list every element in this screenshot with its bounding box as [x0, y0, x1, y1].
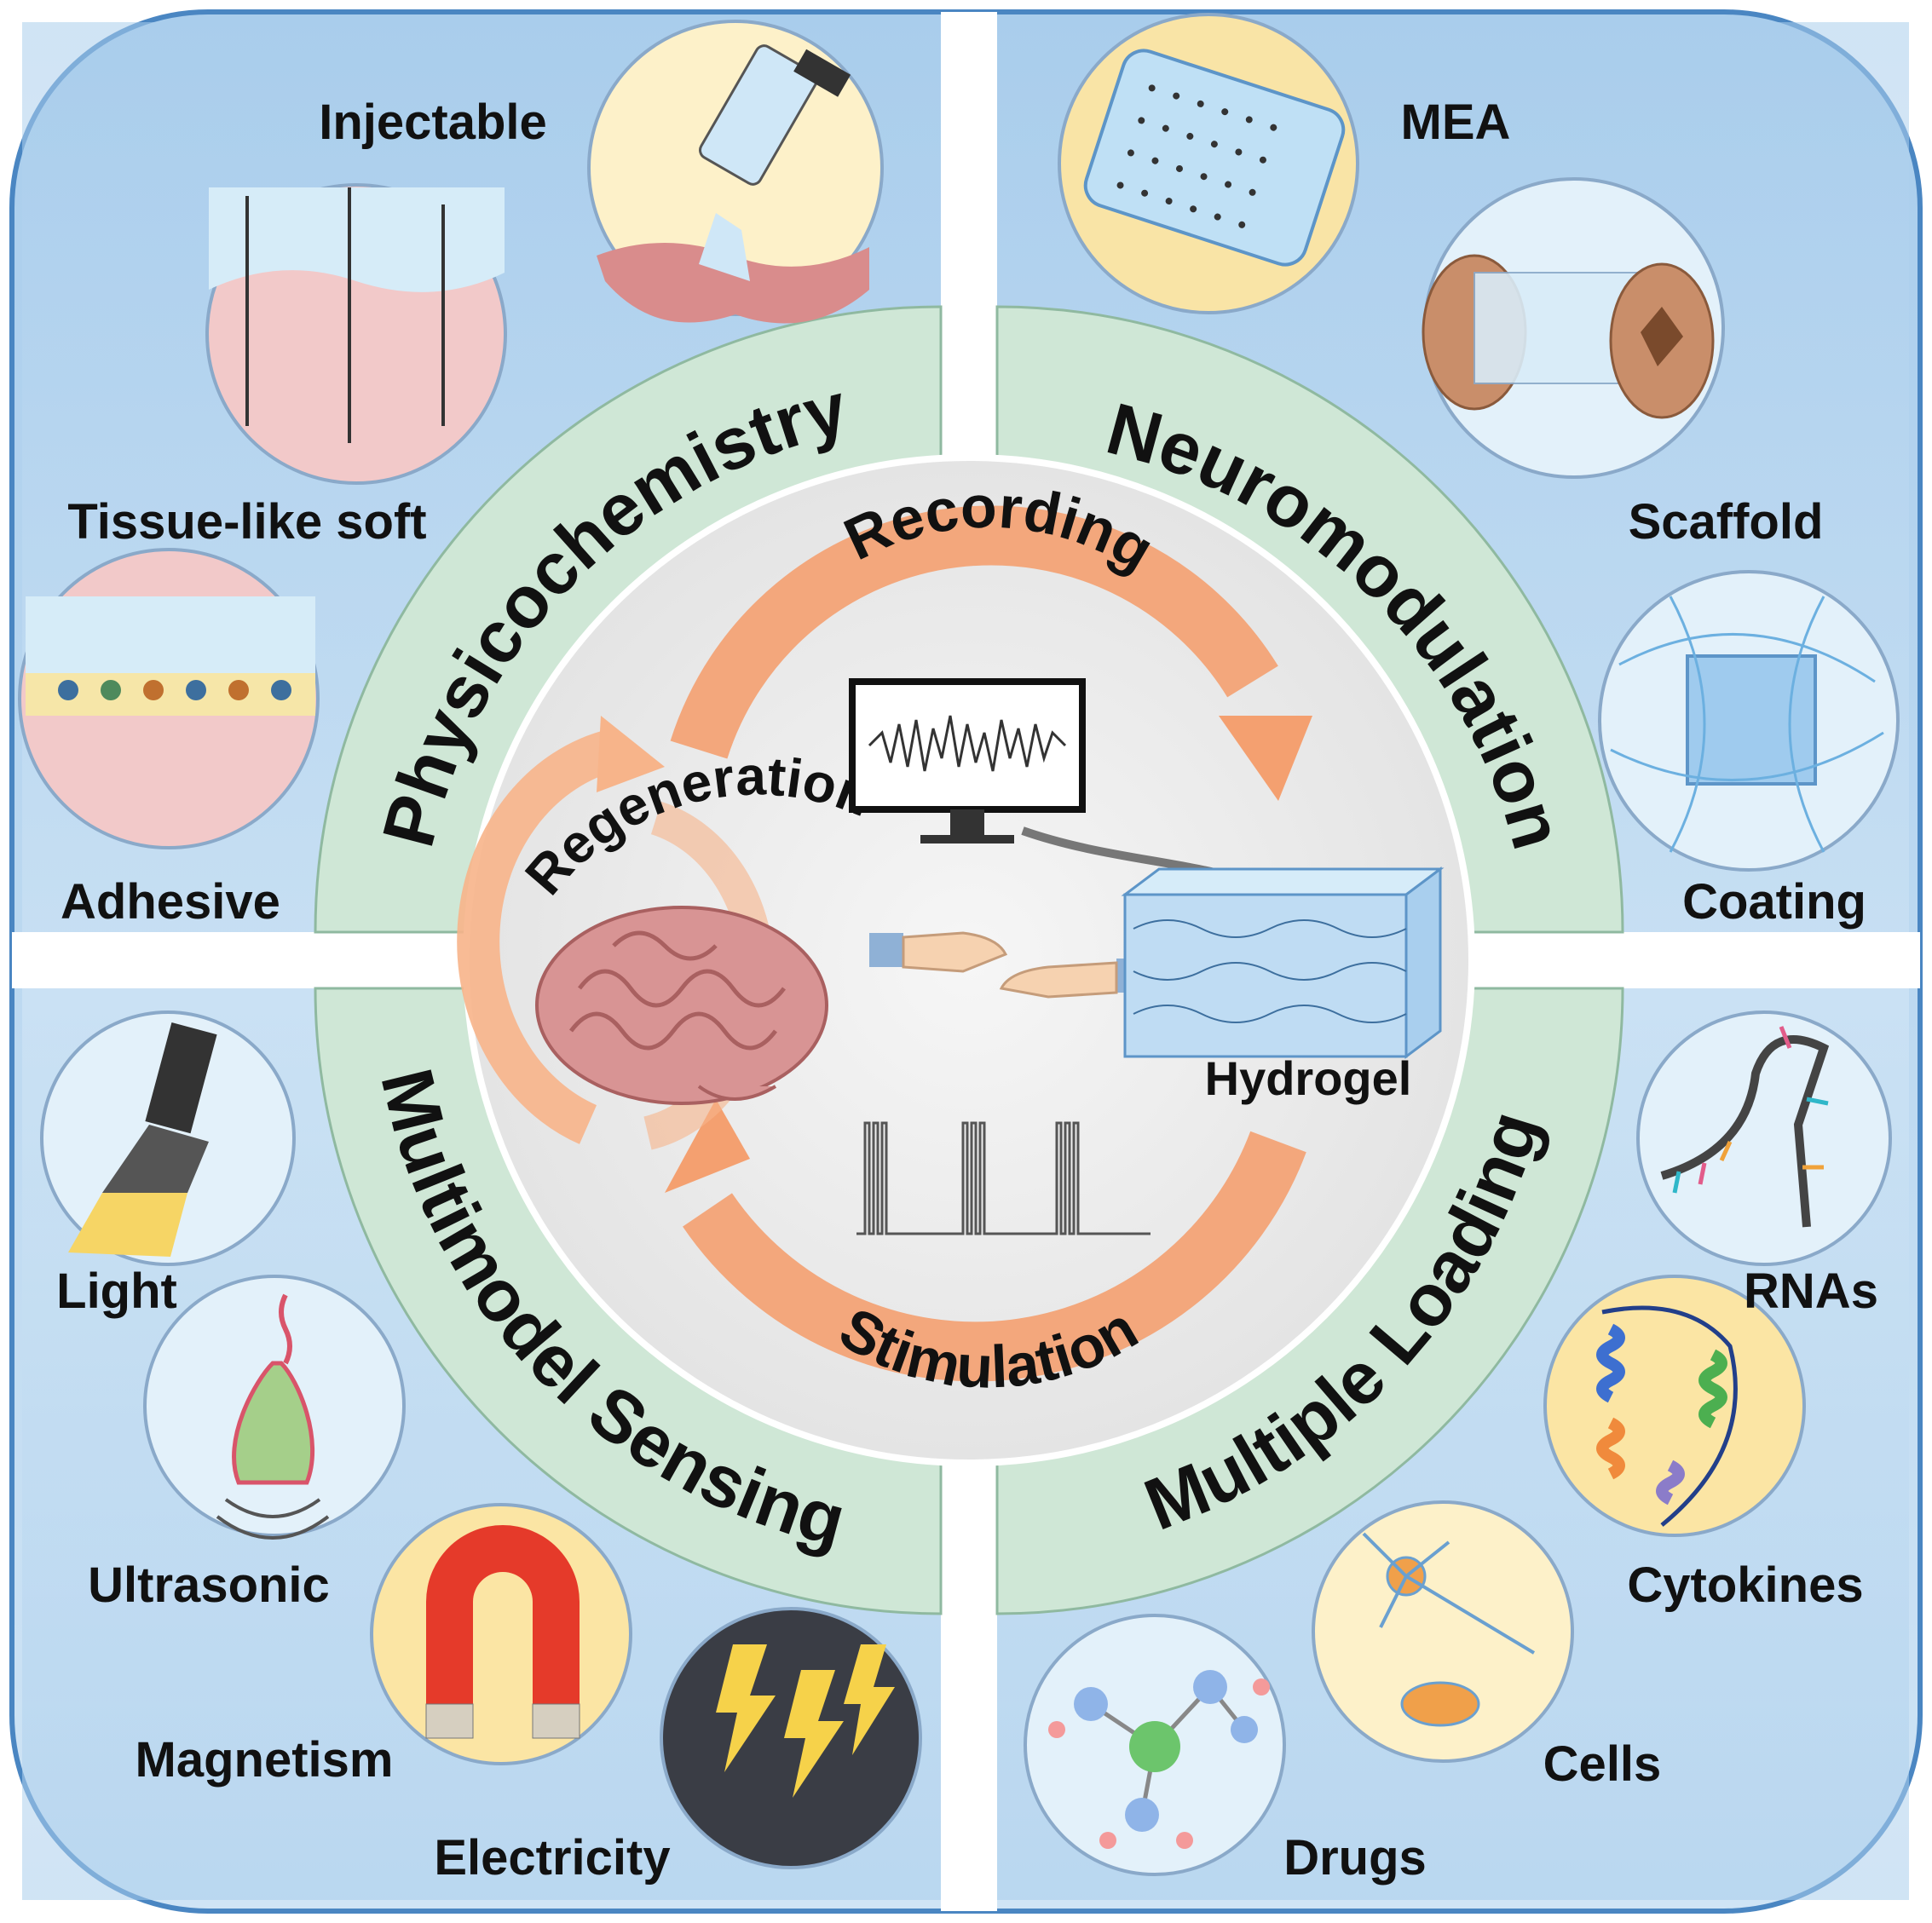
cycle-arrow-recording [670, 505, 1312, 801]
label-adhesive: Adhesive [61, 874, 280, 930]
cycle-arrow-stimulation [665, 1099, 1306, 1382]
rnas-illustration [1636, 1010, 1892, 1266]
label-light: Light [56, 1264, 177, 1319]
brain-icon [535, 906, 828, 1105]
label-drugs: Drugs [1283, 1830, 1427, 1886]
coating-illustration [1598, 570, 1900, 872]
label-coating: Coating [1682, 874, 1866, 930]
pulse-train-icon [856, 1121, 1151, 1235]
tissue-like-soft-illustration [205, 183, 507, 485]
ultrasonic-illustration [143, 1275, 406, 1540]
magnet-illustration [370, 1503, 632, 1765]
label-cytokines: Cytokines [1627, 1557, 1863, 1613]
label-rnas: RNAs [1744, 1264, 1878, 1319]
monitor-icon [849, 678, 1263, 890]
hands-icon [869, 931, 1151, 999]
label-magnetism: Magnetism [136, 1732, 394, 1788]
scaffold-illustration [1422, 177, 1725, 479]
adhesive-illustration [18, 548, 320, 849]
light-flashlight-illustration [40, 1010, 296, 1266]
hydrogel-label: Hydrogel [1205, 1051, 1412, 1105]
drugs-molecule-illustration [1024, 1614, 1286, 1876]
label-ultrasonic: Ultrasonic [88, 1557, 330, 1613]
cells-illustration [1312, 1500, 1574, 1763]
injectable-illustration [587, 20, 884, 324]
label-mea: MEA [1401, 95, 1511, 150]
hydrogel-block-icon [1121, 867, 1445, 1059]
label-tissue-like-soft: Tissue-like soft [67, 494, 426, 550]
label-cells: Cells [1543, 1736, 1662, 1792]
electricity-illustration [660, 1607, 922, 1869]
label-electricity: Electricity [434, 1830, 670, 1886]
mea-illustration [1058, 13, 1359, 314]
cytokines-illustration [1543, 1275, 1806, 1537]
label-scaffold: Scaffold [1629, 494, 1824, 550]
label-injectable: Injectable [319, 95, 547, 150]
